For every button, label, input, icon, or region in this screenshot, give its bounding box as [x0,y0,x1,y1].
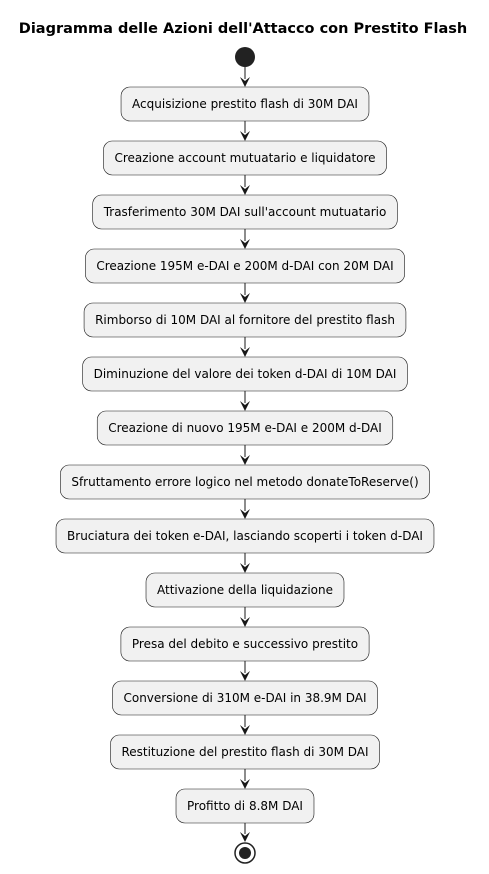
step-label: Creazione 195M e-DAI e 200M d-DAI con 20… [96,259,393,273]
flow-arrowhead [240,77,250,87]
flow-arrowhead [240,239,250,249]
flow-arrowhead [240,725,250,735]
step-label: Diminuzione del valore dei token d-DAI d… [94,367,397,381]
flow-arrowhead [240,779,250,789]
end-node [239,847,251,859]
diagram-title: Diagramma delle Azioni dell'Attacco con … [19,21,467,37]
step-label: Conversione di 310M e-DAI in 38.9M DAI [123,691,366,705]
end-node-ring [234,842,256,864]
step-label: Presa del debito e successivo prestito [132,637,358,651]
flow-arrowhead [240,293,250,303]
step-label: Sfruttamento errore logico nel metodo do… [71,475,418,489]
step-label: Attivazione della liquidazione [157,583,333,597]
step-label: Creazione account mutuatario e liquidato… [114,151,375,165]
flow-arrowhead [240,617,250,627]
flow-arrowhead [240,185,250,195]
start-node [235,47,255,67]
flow-arrowhead [240,401,250,411]
step-label: Creazione di nuovo 195M e-DAI e 200M d-D… [108,421,382,435]
flow-arrowhead [240,671,250,681]
step-label: Trasferimento 30M DAI sull'account mutua… [103,205,387,219]
flow-arrowhead [240,563,250,573]
flow-arrowhead [240,509,250,519]
flow-arrowhead [240,455,250,465]
step-label: Bruciatura dei token e-DAI, lasciando sc… [67,529,423,543]
flow-arrowhead [240,347,250,357]
step-label: Restituzione del prestito flash di 30M D… [121,745,368,759]
step-label: Acquisizione prestito flash di 30M DAI [132,97,358,111]
step-label: Profitto di 8.8M DAI [187,799,303,813]
flow-layer: Acquisizione prestito flash di 30M DAI Cr… [55,47,435,864]
flow-arrowhead [240,131,250,141]
flow-arrowhead [240,832,250,842]
step-label: Rimborso di 10M DAI al fornitore del pre… [95,313,395,327]
